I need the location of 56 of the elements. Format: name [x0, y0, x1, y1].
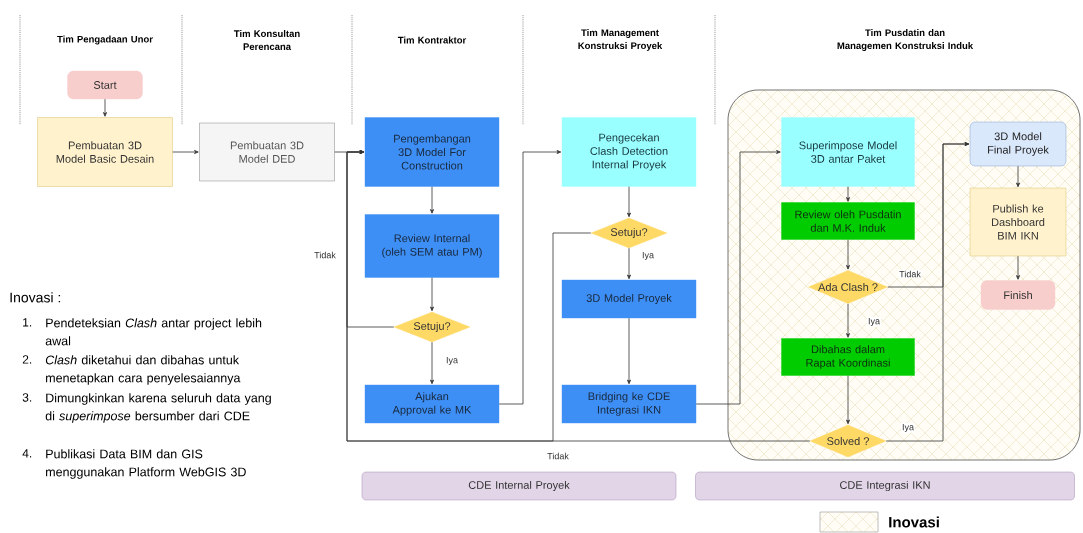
edge-label: Iya [867, 317, 881, 328]
lane-heading: Tim Pusdatin dan Managemen Konstruksi Induk [837, 29, 974, 51]
process-box: Review oleh Pusdatin dan M.K. Induk [781, 202, 915, 240]
arrow [885, 142, 970, 442]
arrow [430, 186, 434, 214]
list-number: 2. [22, 355, 32, 364]
lane-heading: Tim Konsultan Perencana [233, 30, 300, 50]
arrow [1016, 165, 1020, 188]
list-heading: Inovasi : [10, 292, 61, 303]
start-end-box: Finish [980, 280, 1056, 310]
arrow [627, 247, 631, 280]
process-box: Publish ke Dashboard BIM IKN [969, 187, 1067, 257]
arrow [695, 150, 781, 405]
list-number: 1. [23, 318, 32, 327]
process-box: 3D Model Final Proyek [969, 121, 1067, 167]
process-box: Bridging ke CDE Integrasi IKN [561, 384, 697, 424]
edge-label: Iya [901, 422, 915, 434]
arrow [103, 98, 107, 117]
edge-label: Iya [445, 355, 459, 367]
start-end-box: Start [67, 70, 143, 100]
arrow [430, 277, 434, 312]
arrow [846, 186, 850, 202]
process-box: Review Internal (oleh SEM atau PM) [364, 214, 500, 278]
edge-label: Tidak [898, 269, 922, 279]
process-box: Pengembangan 3D Model For Construction [364, 117, 500, 187]
cde-bar: CDE Internal Proyek [361, 471, 677, 501]
list-number: 3. [22, 393, 32, 402]
arrow [627, 317, 631, 385]
arrow [172, 150, 199, 154]
process-box: Pembuatan 3D Model DED [199, 122, 335, 182]
arrow [846, 239, 850, 270]
list-item: Dimungkinkan karena seluruh data yang di superimpose bersumber dari CDE [45, 393, 271, 423]
edge-label: Iya [641, 250, 655, 262]
list-item: Clash diketahui dan dibahas untuk menetapkan cara penyelesaiannya [45, 355, 241, 385]
arrow [627, 186, 631, 218]
arrow [430, 341, 434, 385]
process-box: Dibahas dalam Rapat Koordinasi [781, 338, 915, 376]
process-box: Superimpose Model 3D antar Paket [781, 117, 915, 187]
process-box: Pengecekan Clash Detection Internal Proyek [561, 117, 697, 187]
list-number: 4. [22, 449, 32, 458]
process-box: Ajukan Approval ke MK [364, 384, 500, 424]
arrow [346, 150, 811, 442]
list-item: Publikasi Data BIM dan GIS menggunakan Platform WebGIS 3D [46, 449, 246, 479]
edge-label: Tidak [313, 250, 337, 260]
arrow [846, 375, 850, 425]
legend-label: Inovasi [889, 516, 939, 528]
arrow [498, 150, 562, 405]
lane-heading: Tim Pengadaan Unor [57, 35, 153, 45]
lane-heading: Tim Management Konstruksi Proyek [578, 29, 663, 51]
edge-label: Tidak [546, 451, 570, 461]
process-box: Pembuatan 3D Model Basic Desain [37, 117, 173, 187]
arrow [846, 303, 850, 338]
lane-heading: Tim Kontraktor [397, 36, 467, 44]
cde-bar: CDE Integrasi IKN [695, 471, 1075, 501]
arrow [1016, 255, 1020, 280]
process-box: 3D Model Proyek [561, 279, 697, 319]
